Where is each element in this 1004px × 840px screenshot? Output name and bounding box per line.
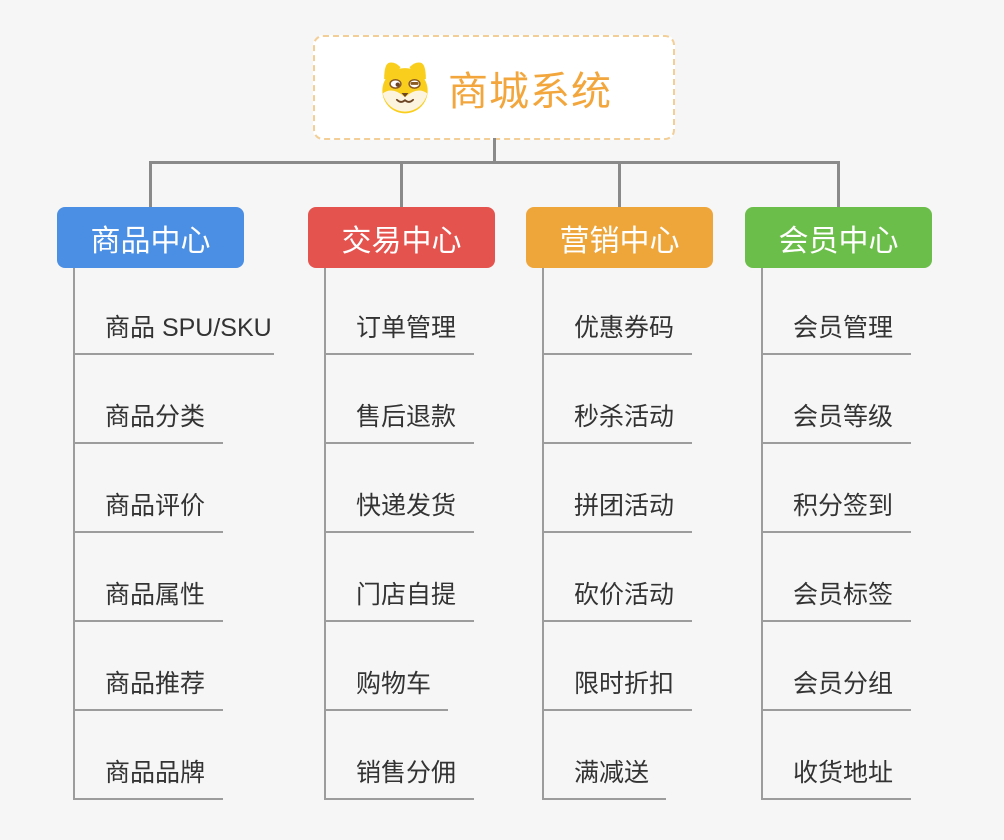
branch-column-2: 优惠券码秒杀活动拼团活动砍价活动限时折扣满减送 <box>542 268 692 800</box>
topic-item[interactable]: 限时折扣 <box>544 622 692 711</box>
topic-item[interactable]: 商品属性 <box>75 533 223 622</box>
branch-header-1[interactable]: 交易中心 <box>308 207 495 268</box>
topic-item[interactable]: 订单管理 <box>326 268 474 355</box>
topic-item[interactable]: 商品推荐 <box>75 622 223 711</box>
connector-drop-2 <box>618 161 621 209</box>
topic-item[interactable]: 门店自提 <box>326 533 474 622</box>
connector-bus <box>149 161 840 164</box>
branch-column-3: 会员管理会员等级积分签到会员标签会员分组收货地址 <box>761 268 911 800</box>
connector-root-stub <box>493 138 496 164</box>
topic-item[interactable]: 会员管理 <box>763 268 911 355</box>
connector-drop-1 <box>400 161 403 209</box>
topic-item[interactable]: 会员标签 <box>763 533 911 622</box>
connector-drop-3 <box>837 161 840 209</box>
topic-item[interactable]: 收货地址 <box>763 711 911 800</box>
topic-item[interactable]: 售后退款 <box>326 355 474 444</box>
topic-item[interactable]: 会员等级 <box>763 355 911 444</box>
topic-item[interactable]: 拼团活动 <box>544 444 692 533</box>
branch-column-1: 订单管理售后退款快递发货门店自提购物车销售分佣 <box>324 268 474 800</box>
branch-header-0[interactable]: 商品中心 <box>57 207 244 268</box>
topic-item[interactable]: 优惠券码 <box>544 268 692 355</box>
topic-item[interactable]: 秒杀活动 <box>544 355 692 444</box>
branch-header-3[interactable]: 会员中心 <box>745 207 932 268</box>
topic-item[interactable]: 商品品牌 <box>75 711 223 800</box>
topic-item[interactable]: 快递发货 <box>326 444 474 533</box>
root-title: 商城系统 <box>448 69 612 114</box>
branch-header-2[interactable]: 营销中心 <box>526 207 713 268</box>
root-node[interactable]: 商城系统 <box>313 35 675 140</box>
topic-item[interactable]: 商品分类 <box>75 355 223 444</box>
topic-item[interactable]: 购物车 <box>326 622 448 711</box>
topic-item[interactable]: 满减送 <box>544 711 666 800</box>
topic-item[interactable]: 积分签到 <box>763 444 911 533</box>
topic-item[interactable]: 会员分组 <box>763 622 911 711</box>
topic-item[interactable]: 销售分佣 <box>326 711 474 800</box>
topic-item[interactable]: 商品 SPU/SKU <box>75 268 274 355</box>
topic-item[interactable]: 砍价活动 <box>544 533 692 622</box>
connector-drop-0 <box>149 161 152 209</box>
dog-face-icon <box>382 61 428 113</box>
topic-item[interactable]: 商品评价 <box>75 444 223 533</box>
